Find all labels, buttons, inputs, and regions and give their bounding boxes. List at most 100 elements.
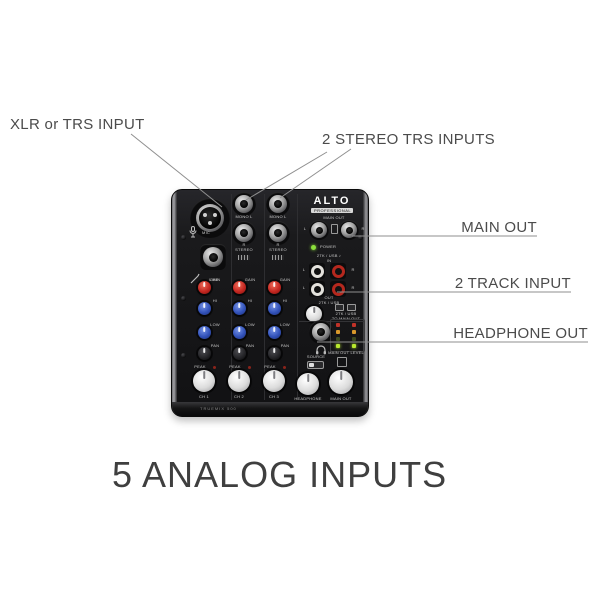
meter-led-green	[336, 344, 340, 348]
rca-in-l-label: L	[302, 267, 306, 272]
stereo-label: STEREO	[269, 247, 287, 252]
gain-label: GAIN	[279, 277, 290, 282]
xlr-pin	[203, 213, 207, 217]
panel-divider	[299, 321, 365, 322]
mic-icon	[189, 226, 197, 238]
peak-led	[282, 366, 286, 369]
main-out-jack-l-hole	[315, 226, 323, 234]
peak-label: PEAK	[228, 364, 241, 369]
low-label: LOW	[244, 322, 255, 327]
gain-label: GAIN	[244, 277, 255, 282]
meter-led-green-dim	[336, 337, 340, 341]
switch-glyph	[335, 304, 344, 311]
gain-label: GAIN	[209, 277, 220, 282]
hi-label: HI	[282, 298, 287, 303]
power-label: POWER	[320, 244, 337, 249]
brand-sub-label: PROFESSIONAL	[314, 208, 352, 213]
headphone-knob-label: HEADPHONE	[294, 396, 322, 401]
out-label: OUT	[324, 295, 334, 300]
low-label: LOW	[279, 322, 290, 327]
low-knob	[197, 326, 211, 339]
headphone-jack-hole	[317, 328, 325, 336]
caption-analog-inputs: 5 ANALOG INPUTS	[112, 454, 448, 495]
brand-logo: ALTO	[313, 195, 351, 207]
gain-knob	[232, 281, 246, 294]
tk-usb-in-label: 2TK / USB ♪	[316, 253, 342, 258]
power-led	[311, 245, 316, 250]
meter-led-red	[336, 323, 340, 327]
rca-in-r-label: R	[351, 267, 355, 272]
switch-glyph	[347, 304, 356, 311]
meter-led-green	[352, 344, 356, 348]
callout-label-stereo: 2 STEREO TRS INPUTS	[322, 131, 495, 148]
callout-label-xlr: XLR or TRS INPUT	[10, 116, 145, 133]
pan-knob	[197, 347, 211, 360]
r-label: R	[276, 242, 280, 247]
stereo-glyph	[272, 255, 284, 260]
channel-level-knob	[228, 370, 250, 392]
gain-knob	[267, 281, 281, 294]
screw	[358, 235, 363, 240]
stereo-jack-hole	[274, 229, 282, 237]
rca-out-l	[310, 282, 324, 296]
screw	[181, 353, 186, 358]
r-label: R	[242, 242, 246, 247]
callout-label-main-out: MAIN OUT	[461, 219, 537, 236]
xlr-face	[199, 207, 221, 229]
screw	[181, 296, 186, 301]
meter-led-red	[352, 323, 356, 327]
mono-l-label: MONO L	[235, 214, 253, 219]
hi-knob	[232, 302, 246, 315]
channel-label: CH 1	[199, 394, 209, 399]
rca-in-r	[331, 264, 345, 278]
peak-label: PEAK	[263, 364, 276, 369]
pan-knob	[232, 347, 246, 360]
mono-l-label: MONO L	[269, 214, 287, 219]
rca-out-r	[331, 282, 345, 296]
callout-label-headphone: HEADPHONE OUT	[453, 325, 588, 342]
stereo-jack-hole	[240, 229, 248, 237]
mixer-device: MIC LINE MONO L R STEREO MONO L	[171, 189, 369, 417]
peak-led	[212, 366, 216, 369]
source-switch	[307, 361, 324, 369]
instrument-icon	[190, 273, 200, 284]
hi-knob	[197, 302, 211, 315]
main-out-l-label: L	[303, 226, 307, 231]
hi-label: HI	[247, 298, 252, 303]
channel-label: CH 2	[234, 394, 244, 399]
jack-diagram-icon	[331, 224, 338, 234]
mixer-bottom-strip: TRUEMIX 500	[172, 402, 368, 416]
mic-label: MIC	[202, 230, 210, 235]
channel-label: CH 3	[269, 394, 279, 399]
meter-led-green-dim	[352, 337, 356, 341]
rca-out-r-label: R	[351, 285, 355, 290]
channel-level-knob	[193, 370, 215, 392]
stereo-glyph	[238, 255, 250, 260]
pan-label: PAN	[210, 343, 219, 348]
brand-strip: PROFESSIONAL	[311, 208, 353, 213]
in-label: IN	[326, 258, 332, 263]
mono-jack-hole	[240, 200, 248, 208]
model-label: TRUEMIX 500	[200, 406, 237, 411]
mono-jack-hole	[274, 200, 282, 208]
source-label: SOURCE	[306, 354, 326, 359]
main-out-level-label: MAIN OUT LEVEL	[328, 350, 364, 355]
channel-level-knob	[263, 370, 285, 392]
low-knob	[232, 326, 246, 339]
strip-divider	[297, 194, 298, 400]
main-out-knob-label: MAIN OUT	[330, 396, 352, 401]
stereo-label: STEREO	[235, 247, 253, 252]
strip-divider	[264, 194, 265, 400]
tk-usb-out-label: 2TK / USB	[318, 300, 340, 305]
meter-led-yellow	[352, 330, 356, 334]
rca-out-l-label: L	[302, 285, 306, 290]
low-knob	[267, 326, 281, 339]
peak-led	[247, 366, 251, 369]
pan-label: PAN	[245, 343, 254, 348]
pan-knob	[267, 347, 281, 360]
main-out-knob	[329, 370, 353, 394]
screw	[181, 235, 186, 240]
xlr-pin	[208, 221, 212, 225]
xlr-pin	[213, 213, 217, 217]
main-out-glyph	[337, 357, 347, 367]
